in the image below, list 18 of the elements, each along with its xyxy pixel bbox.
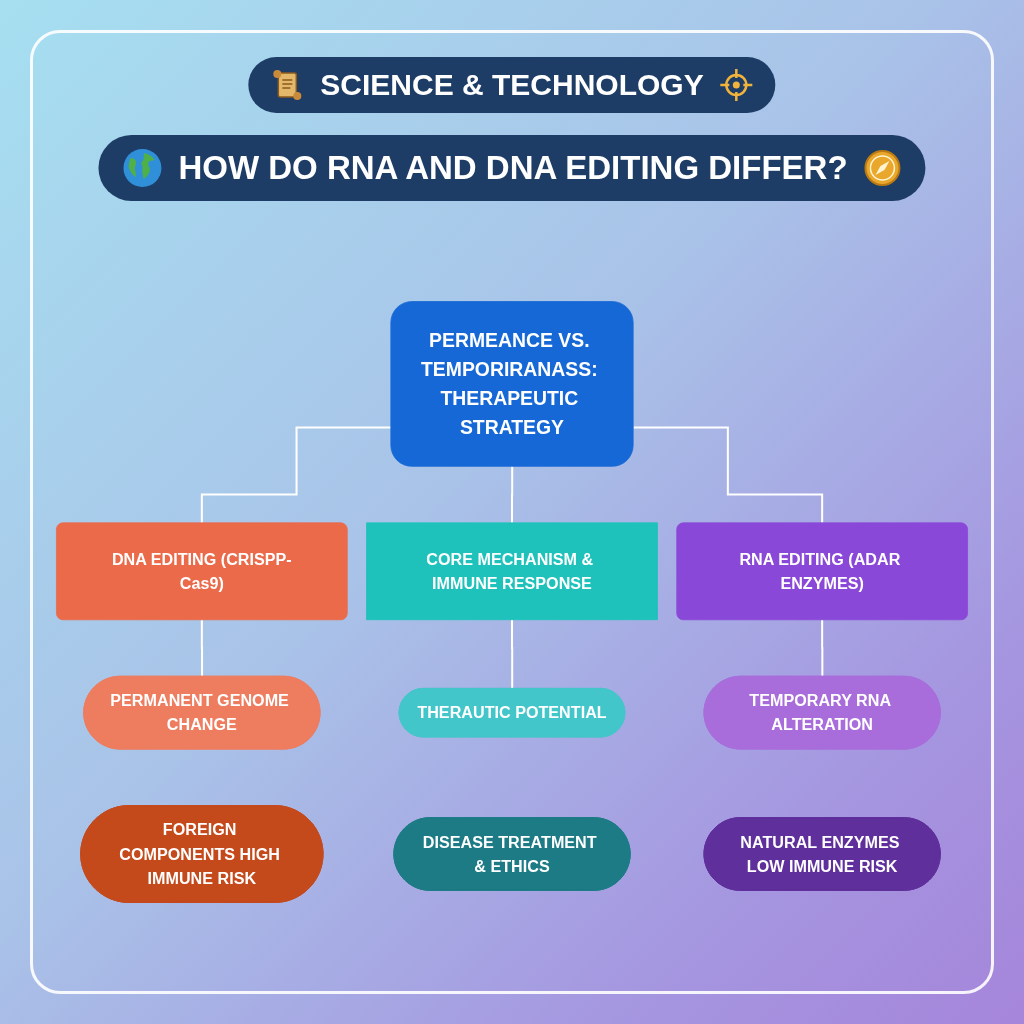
connector-line bbox=[200, 426, 392, 524]
connector-line bbox=[821, 618, 824, 678]
pill-box: PERMANENT GENOME CHANGE bbox=[83, 675, 321, 750]
heading-box: PERMEANCE VS. TEMPORIRANASS: THERAPEUTIC STRATEGY bbox=[390, 301, 634, 467]
pill-box: THERAUTIC POTENTIAL bbox=[398, 688, 626, 738]
process-box: CORE MECHANISM & IMMUNE RESPONSE bbox=[366, 522, 658, 621]
pill-box: FOREIGN COMPONENTS HIGH IMMUNE RISK bbox=[80, 805, 324, 903]
pill-box: NATURAL ENZYMES LOW IMMUNE RISK bbox=[703, 817, 941, 891]
process-box: DNA EDITING (CRISPP-Cas9) bbox=[56, 522, 348, 621]
connector-line bbox=[633, 426, 824, 524]
connector-line bbox=[511, 618, 514, 690]
connector-line bbox=[511, 465, 514, 524]
category-label: SCIENCE & TECHNOLOGY bbox=[320, 68, 704, 102]
pill-box: TEMPORARY RNA ALTERATION bbox=[703, 675, 941, 750]
title-text: HOW DO RNA AND DNA EDITING DIFFER? bbox=[178, 149, 848, 187]
connector-line bbox=[200, 618, 204, 678]
process-box: RNA EDITING (ADAR ENZYMES) bbox=[676, 522, 968, 621]
pill-box: DISEASE TREATMENT & ETHICS bbox=[393, 817, 631, 891]
